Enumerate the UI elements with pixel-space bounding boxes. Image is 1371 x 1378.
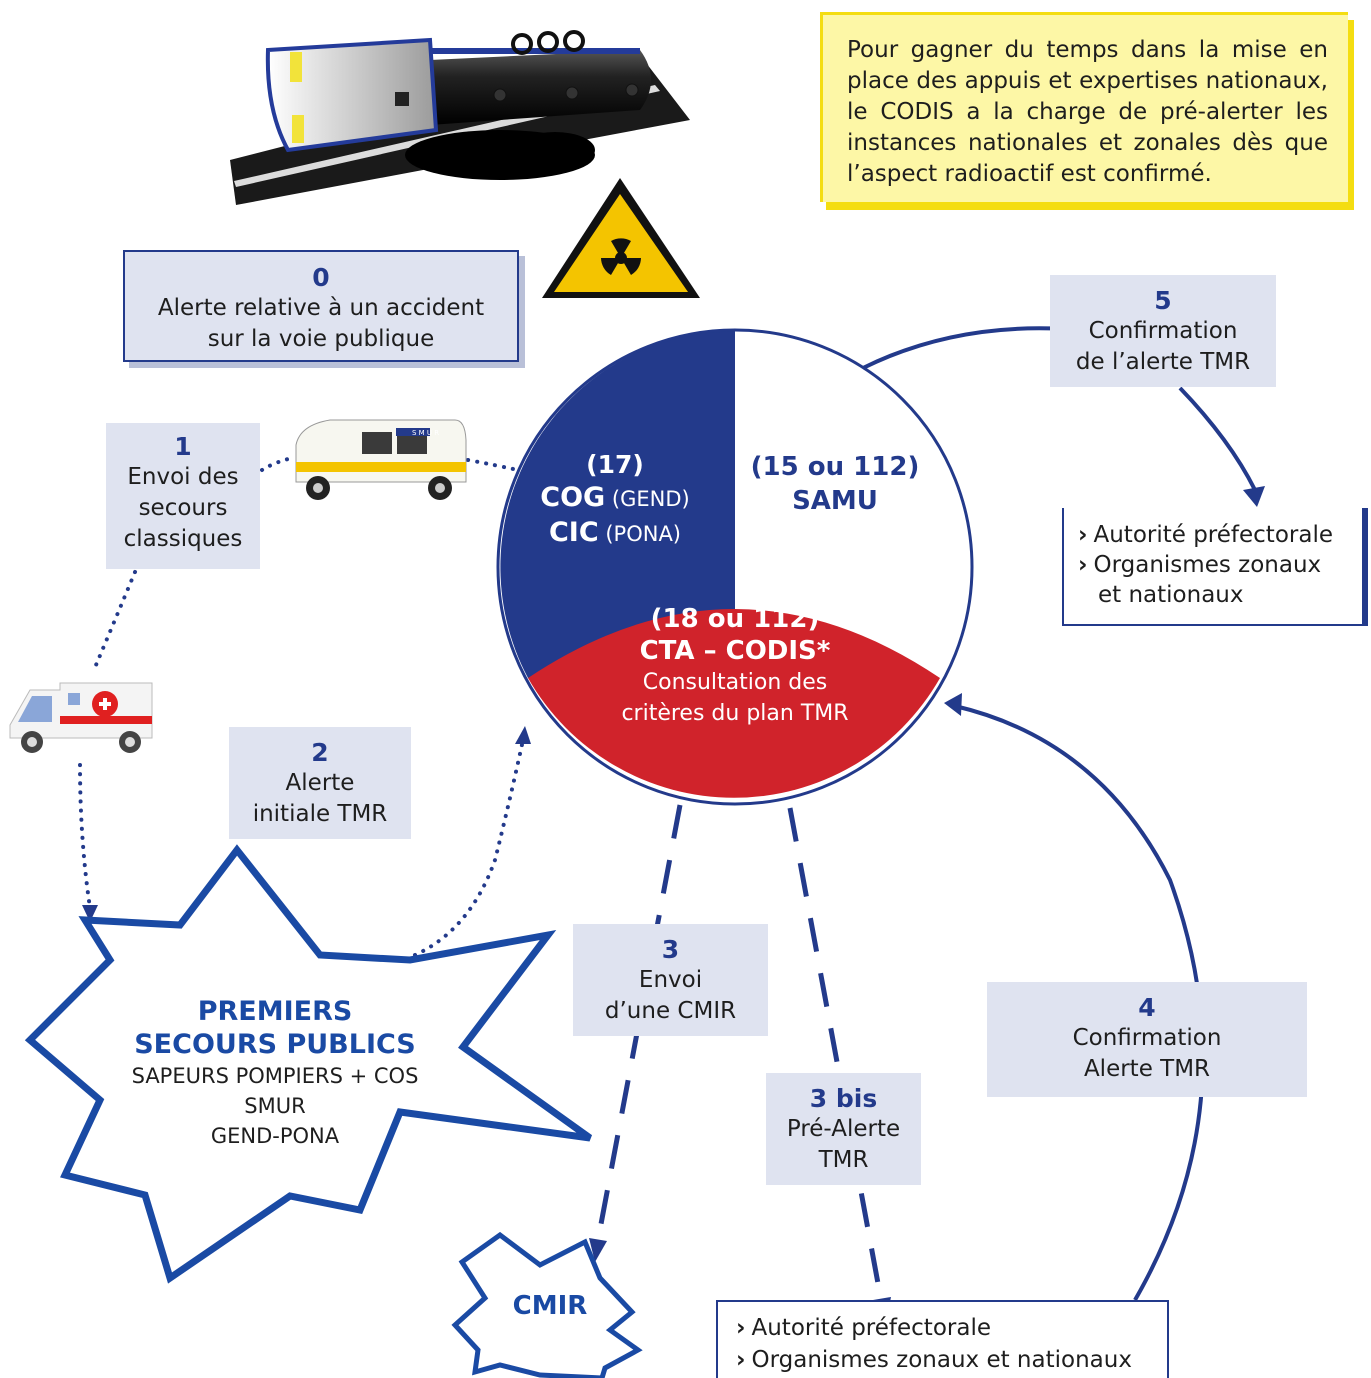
circle-left-cic: CIC (548, 517, 599, 548)
step-3-box: 3 Envoi d’une CMIR (573, 924, 768, 1036)
step-0-line2: sur la voie publique (207, 326, 435, 352)
step-1-number: 1 (174, 432, 192, 461)
chevron-icon: › (1078, 552, 1088, 578)
step-3bis-number: 3 bis (809, 1084, 878, 1113)
info-note: Pour gagner du temps dans la mise en pla… (820, 12, 1348, 202)
circle-right-samu: SAMU (792, 486, 878, 516)
circle-right-text: (15 ou 112) SAMU (740, 450, 930, 518)
authority-list-top-item2: ›Organismes zonaux (1078, 552, 1322, 578)
circle-bottom-number: (18 ou 112) (650, 604, 820, 634)
step-4-number: 4 (1138, 993, 1156, 1022)
circle-bottom-line2: Consultation des (642, 670, 828, 695)
step-0-line1: Alerte relative à un accident (157, 295, 485, 321)
circle-bottom-line3: critères du plan TMR (621, 701, 849, 726)
step-3bis-box: 3 bis Pré-Alerte TMR (766, 1073, 921, 1185)
radiation-warning-icon (542, 178, 700, 298)
circle-left-gend: (GEND) (605, 487, 690, 511)
step-3-line2: d’une CMIR (604, 998, 737, 1024)
chevron-icon: › (736, 1315, 746, 1341)
premiers-secours-text: PREMIERS SECOURS PUBLICS SAPEURS POMPIER… (95, 995, 455, 1151)
info-note-text: Pour gagner du temps dans la mise en pla… (847, 37, 1328, 187)
central-circle (496, 328, 974, 806)
step-3bis-line2: TMR (818, 1147, 869, 1173)
cmir-text: CMIR (490, 1290, 610, 1322)
cmir-title: CMIR (512, 1291, 588, 1321)
arrowhead-circle (944, 693, 962, 716)
authority-list-bottom-item1: ›Autorité préfectorale (736, 1315, 991, 1341)
chevron-icon: › (1078, 522, 1088, 548)
segment-gendarmerie-police (500, 330, 735, 678)
truck-cab (265, 37, 439, 153)
ambulance-icon (9, 682, 153, 753)
premiers-secours-line3: GEND-PONA (210, 1124, 340, 1148)
step-2-number: 2 (311, 738, 329, 767)
dashed-arrows (595, 804, 885, 1306)
step-1-line1: Envoi des (127, 464, 239, 490)
starburst-cmir (451, 1231, 643, 1378)
tank (422, 50, 651, 125)
premiers-secours-line2: SMUR (244, 1094, 306, 1118)
step-5-box: 5 Confirmation de l’alerte TMR (1050, 275, 1276, 387)
step-4-line1: Confirmation (1072, 1025, 1222, 1051)
arrowhead-autorite-top (1243, 486, 1265, 507)
premiers-secours-title1: PREMIERS (197, 996, 353, 1027)
circle-bottom-text: (18 ou 112) CTA – CODIS* Consultation de… (580, 603, 890, 729)
step-0-number: 0 (312, 263, 330, 292)
authority-list-bottom-item2: ›Organismes zonaux et nationaux (736, 1347, 1132, 1373)
starburst-premiers-secours (24, 844, 593, 1284)
authority-list-top-shadow (1362, 508, 1368, 626)
step-3-line1: Envoi (638, 967, 703, 993)
circle-bottom-cta: CTA – CODIS* (639, 636, 831, 666)
step-2-line1: Alerte (285, 770, 355, 796)
smur-label: S M U R (412, 429, 439, 437)
circle-left-cog: COG (540, 482, 606, 513)
segment-cta-codis (528, 609, 940, 798)
step-3bis-line1: Pré-Alerte (786, 1116, 901, 1142)
premiers-secours-title2: SECOURS PUBLICS (134, 1029, 416, 1060)
overturned-tanker-illustration (230, 30, 690, 205)
step-2-line2: initiale TMR (252, 801, 388, 827)
authority-list-top: ›Autorité préfectorale ›Organismes zonau… (1062, 508, 1362, 626)
circle-left-pona: (PONA) (598, 522, 682, 546)
dotted-arrowheads (82, 726, 531, 922)
step-1-box: 1 Envoi des secours classiques (106, 423, 260, 569)
authority-list-bottom: ›Autorité préfectorale ›Organismes zonau… (716, 1300, 1169, 1378)
step-5-number: 5 (1154, 286, 1172, 315)
step-3-number: 3 (661, 935, 680, 964)
step-4-box: 4 Confirmation Alerte TMR (987, 982, 1307, 1097)
step-2-box: 2 Alerte initiale TMR (229, 727, 411, 839)
circle-right-number: (15 ou 112) (750, 452, 920, 482)
step-1-line3: classiques (123, 526, 243, 552)
authority-list-top-item2b: et nationaux (1098, 582, 1244, 608)
chevron-icon: › (736, 1347, 746, 1373)
step-0-box: 0 Alerte relative à un accident sur la v… (123, 250, 519, 362)
authority-list-top-item1: ›Autorité préfectorale (1078, 522, 1333, 548)
premiers-secours-line1: SAPEURS POMPIERS + COS (131, 1064, 419, 1088)
step-5-line1: Confirmation (1088, 318, 1238, 344)
circle-left-text: (17) COG (GEND) CIC (PONA) (515, 448, 715, 551)
step-1-line2: secours (138, 495, 228, 521)
step-5-line2: de l’alerte TMR (1075, 349, 1251, 375)
smur-ambulance-icon: S M U R (295, 419, 467, 500)
step-4-line2: Alerte TMR (1083, 1056, 1211, 1082)
circle-left-number: (17) (586, 450, 644, 479)
dotted-connectors (78, 456, 525, 957)
